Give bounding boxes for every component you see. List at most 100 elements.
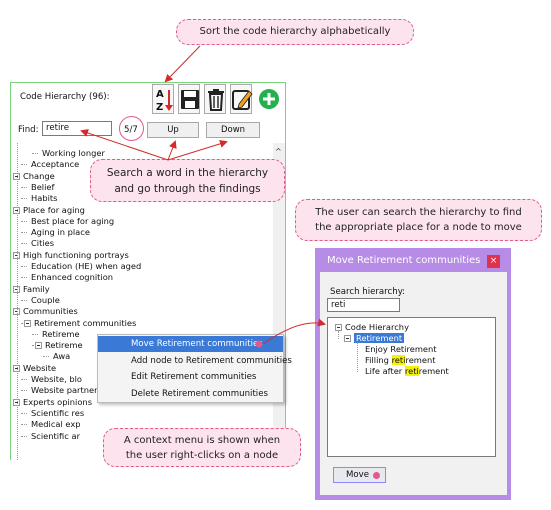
- tree-node[interactable]: Scientific ar: [31, 430, 80, 441]
- node-text: Filling: [365, 355, 392, 365]
- tree-node[interactable]: Education (HE) when aged: [31, 261, 142, 271]
- tree-node[interactable]: Retireme: [45, 340, 83, 351]
- collapse-toggle-icon[interactable]: [13, 364, 20, 372]
- tree-connector: [32, 153, 38, 154]
- tree-node[interactable]: Scientific res: [31, 407, 85, 418]
- tree-node[interactable]: Family: [23, 283, 50, 294]
- match-count-highlight: [119, 116, 144, 141]
- tree-node[interactable]: Experts opinions: [23, 396, 93, 407]
- tree-connector: [21, 243, 27, 245]
- tree-node[interactable]: Medical exp: [31, 419, 81, 430]
- tree-node[interactable]: Website partnership: [31, 385, 115, 396]
- sort-az-icon: A Z: [156, 89, 173, 113]
- tree-connector: [21, 277, 27, 279]
- add-button[interactable]: [258, 88, 280, 113]
- down-button[interactable]: Down: [206, 122, 260, 138]
- save-button[interactable]: [178, 84, 200, 114]
- marker-dot-icon: [373, 472, 380, 479]
- tree-guide-line: [338, 331, 339, 339]
- dialog-title: Move Retirement communities: [327, 255, 481, 266]
- panel-title: Code Hierarchy (96):: [20, 92, 110, 102]
- tree-connector: [21, 435, 27, 437]
- node-text: Life after: [365, 366, 405, 376]
- tree-connector: [32, 333, 38, 335]
- tree-node[interactable]: Website: [23, 362, 57, 373]
- scroll-up-icon[interactable]: ^: [275, 147, 282, 156]
- plus-icon: [259, 89, 279, 109]
- trash-icon: [208, 89, 224, 111]
- tree-node[interactable]: Communities: [23, 306, 78, 317]
- tree-connector: [21, 186, 27, 188]
- tree-node[interactable]: Change: [23, 170, 55, 181]
- find-label: Find:: [18, 125, 39, 135]
- search-match-highlight: reti: [404, 366, 419, 376]
- tree-node[interactable]: Cities: [31, 238, 55, 249]
- dialog-tree-node[interactable]: Filling retirement: [365, 355, 436, 365]
- tree-node[interactable]: Habits: [31, 193, 58, 204]
- close-button[interactable]: ×: [487, 255, 500, 268]
- tree-node[interactable]: Working longer: [42, 148, 105, 158]
- up-button[interactable]: Up: [147, 122, 199, 138]
- tree-node[interactable]: High functioning portrays: [23, 249, 129, 260]
- tree-node[interactable]: Retirement communities: [34, 317, 137, 328]
- save-icon: [181, 90, 199, 109]
- tree-guide-line: [17, 143, 18, 460]
- find-input[interactable]: retire: [42, 121, 112, 136]
- collapse-toggle-icon[interactable]: [13, 172, 20, 180]
- tree-connector: [21, 266, 27, 267]
- tree-guide-line: [357, 342, 358, 372]
- tree-node[interactable]: Couple: [31, 294, 60, 305]
- tree-node[interactable]: Enhanced cognition: [31, 272, 114, 283]
- sort-button[interactable]: A Z: [152, 84, 174, 114]
- tree-node[interactable]: Acceptance: [31, 159, 80, 170]
- dialog-tree-selected[interactable]: Retirement: [354, 333, 405, 343]
- search-hierarchy-input[interactable]: reti: [327, 298, 400, 312]
- tree-node[interactable]: Belief: [31, 181, 55, 192]
- tree-node[interactable]: Place for aging: [23, 204, 85, 215]
- collapse-toggle-icon[interactable]: [335, 324, 342, 331]
- tree-node[interactable]: Best place for aging: [31, 215, 115, 226]
- context-menu-item[interactable]: Delete Retirement communities: [131, 388, 268, 399]
- edit-button[interactable]: [230, 84, 253, 114]
- dialog-tree-node[interactable]: Enjoy Retirement: [365, 344, 437, 354]
- tree-connector: [21, 412, 27, 414]
- tree-node[interactable]: Awa: [53, 351, 71, 362]
- tree-connector: [21, 390, 27, 392]
- collapse-toggle-icon[interactable]: [13, 398, 20, 406]
- tree-connector: [21, 232, 27, 234]
- delete-button[interactable]: [204, 84, 226, 114]
- collapse-toggle-icon[interactable]: [13, 206, 20, 214]
- context-menu-item[interactable]: Move Retirement communities: [98, 336, 283, 352]
- tree-node[interactable]: Aging in place: [31, 227, 90, 238]
- tree-connector: [21, 379, 27, 380]
- node-text: rement: [418, 366, 449, 376]
- collapse-toggle-icon[interactable]: [13, 251, 20, 259]
- tree-node[interactable]: Website, blo: [31, 374, 82, 384]
- context-menu-item[interactable]: Edit Retirement communities: [131, 372, 257, 382]
- dialog-tree-node[interactable]: Life after retirement: [365, 366, 449, 376]
- move-button[interactable]: Move: [333, 467, 386, 483]
- tree-connector: [21, 220, 27, 222]
- tree-connector: [21, 198, 27, 200]
- callout-search: Search a word in the hierarchy and go th…: [90, 159, 285, 202]
- move-button-label: Move: [346, 470, 370, 480]
- tree-connector: [21, 299, 27, 301]
- collapse-toggle-icon[interactable]: [35, 342, 42, 350]
- collapse-toggle-icon[interactable]: [13, 285, 20, 293]
- tree-connector: [43, 356, 49, 358]
- edit-icon: [232, 90, 253, 110]
- callout-sort: Sort the code hierarchy alphabetically: [176, 19, 414, 45]
- node-text: rement: [405, 355, 436, 365]
- callout-move: The user can search the hierarchy to fin…: [295, 199, 542, 241]
- collapse-toggle-icon[interactable]: [344, 335, 351, 342]
- tree-node[interactable]: Retireme: [42, 328, 80, 339]
- collapse-toggle-icon[interactable]: [13, 308, 20, 316]
- context-menu-item[interactable]: Add node to Retirement communities: [131, 355, 292, 366]
- tree-connector: [21, 424, 27, 426]
- collapse-toggle-icon[interactable]: [24, 319, 31, 327]
- dialog-tree-root[interactable]: Code Hierarchy: [345, 322, 409, 332]
- svg-text:A: A: [156, 89, 164, 100]
